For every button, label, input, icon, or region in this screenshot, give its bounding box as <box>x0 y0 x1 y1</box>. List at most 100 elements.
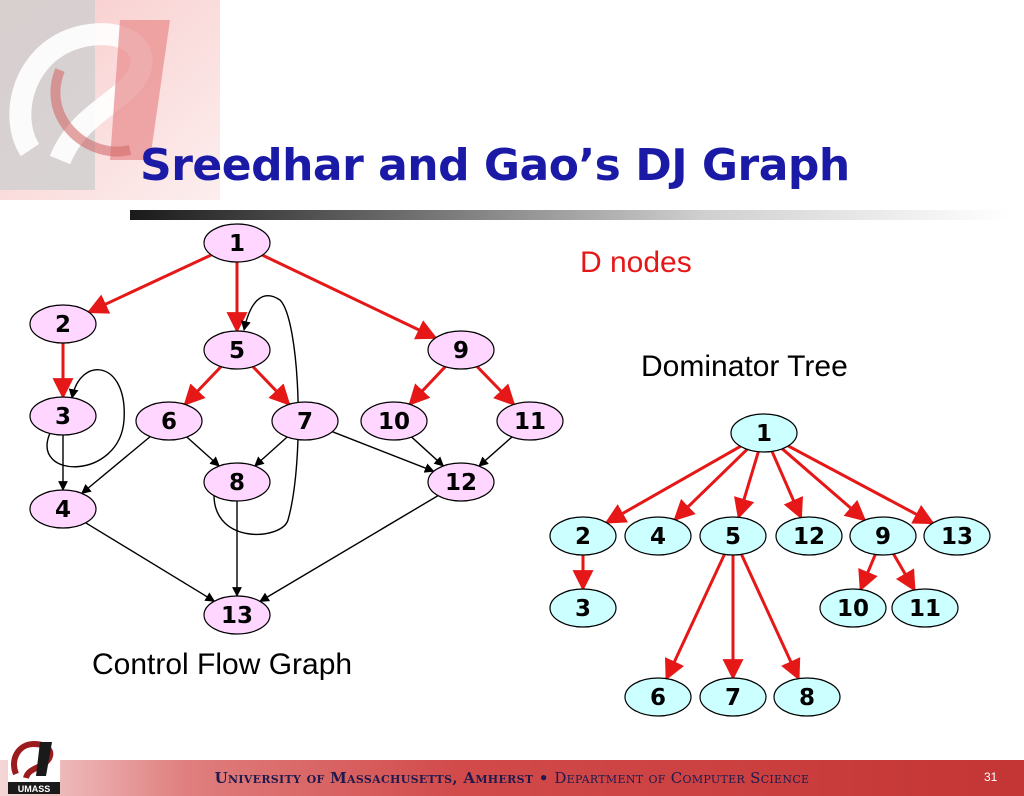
cfg-node-8-shape <box>203 462 271 502</box>
dt-node-7-shape <box>699 677 767 717</box>
dt-node-1-shape <box>730 413 798 453</box>
dt-node-5-label: 5 <box>725 524 741 550</box>
title-underline <box>130 210 1010 220</box>
dominator-tree-edges <box>572 444 935 681</box>
dt-node-13: 13 <box>923 516 991 556</box>
dt-edge-9-11 <box>892 553 916 592</box>
cfg-node-5: 5 <box>203 330 271 370</box>
footer-bar: UMASS University of Massachusetts, Amher… <box>0 738 1024 796</box>
d-nodes-label: D nodes <box>580 246 692 279</box>
cfg-j-edge-6-8 <box>186 436 220 467</box>
cfg-d-edge-5-7 <box>251 365 291 406</box>
footer-university: University of Massachusetts, Amherst <box>214 769 534 787</box>
dt-node-11: 11 <box>891 588 959 628</box>
cfg-caption: Control Flow Graph <box>92 648 352 681</box>
cfg-node-1-label: 1 <box>229 231 245 257</box>
cfg-node-12-shape <box>427 462 495 502</box>
cfg-node-8: 8 <box>203 462 271 502</box>
dt-node-13-shape <box>923 516 991 556</box>
dt-edge-1-9 <box>781 447 867 522</box>
cfg-node-8-label: 8 <box>229 470 245 496</box>
cfg-node-13-label: 13 <box>221 603 253 629</box>
dt-edge-1-12 <box>770 450 804 520</box>
cfg-d-edge-5-6 <box>183 365 223 406</box>
cfg-node-9-shape <box>427 330 495 370</box>
cfg-node-3-shape <box>29 396 97 436</box>
cfg-node-1-shape <box>203 223 271 263</box>
page-number: 31 <box>984 770 998 784</box>
dt-node-12-label: 12 <box>793 524 825 550</box>
dt-node-4-shape <box>624 516 692 556</box>
dt-edge-9-10 <box>858 553 878 592</box>
dt-node-6-label: 6 <box>650 685 666 711</box>
dt-node-10-label: 10 <box>837 596 869 622</box>
dt-edge-1-4 <box>673 448 749 522</box>
cfg-edges <box>46 253 516 602</box>
cfg-node-3: 3 <box>29 396 97 436</box>
umass-footer-logo: UMASS <box>8 738 60 794</box>
dt-edge-1-2 <box>604 445 742 524</box>
cfg-node-11: 11 <box>496 401 564 441</box>
cfg-node-4-shape <box>29 489 97 529</box>
cfg-node-5-shape <box>203 330 271 370</box>
cfg-node-2-shape <box>29 304 97 344</box>
dt-node-8: 8 <box>773 677 841 717</box>
dt-node-4-label: 4 <box>650 524 666 550</box>
cfg-j-edge-11-12 <box>478 436 513 467</box>
dt-edge-1-5 <box>734 451 760 520</box>
dt-node-10-shape <box>819 588 887 628</box>
cfg-node-11-shape <box>496 401 564 441</box>
slide-title: Sreedhar and Gao’s DJ Graph <box>140 140 850 191</box>
dt-node-3-shape <box>549 588 617 628</box>
dt-node-6-shape <box>624 677 692 717</box>
dt-node-1-label: 1 <box>756 421 772 447</box>
umass-logo <box>0 0 220 200</box>
dt-node-8-label: 8 <box>799 685 815 711</box>
cfg-j-edge-4-13 <box>85 522 216 602</box>
cfg-node-9-label: 9 <box>453 338 469 364</box>
cfg-node-7: 7 <box>271 401 339 441</box>
dt-node-5: 5 <box>699 516 767 556</box>
dt-node-1: 1 <box>730 413 798 453</box>
dt-node-4: 4 <box>624 516 692 556</box>
cfg-node-13-shape <box>203 595 271 635</box>
cfg-j-edge-7-8 <box>254 436 288 467</box>
dt-node-12: 12 <box>775 516 843 556</box>
cfg-node-4-label: 4 <box>55 497 71 523</box>
cfg-node-6: 6 <box>135 401 203 441</box>
dt-node-8-shape <box>773 677 841 717</box>
dt-node-9: 9 <box>849 516 917 556</box>
footer-logo-text: UMASS <box>18 784 51 794</box>
cfg-j-edge-7-12 <box>332 431 435 473</box>
dt-node-12-shape <box>775 516 843 556</box>
dt-node-11-label: 11 <box>909 596 941 622</box>
dt-node-7: 7 <box>699 677 767 717</box>
dt-node-11-shape <box>891 588 959 628</box>
dt-node-9-label: 9 <box>875 524 891 550</box>
cfg-node-5-label: 5 <box>229 338 245 364</box>
dt-node-2-label: 2 <box>575 524 591 550</box>
dt-node-3: 3 <box>549 588 617 628</box>
cfg-node-12-label: 12 <box>445 470 477 496</box>
cfg-d-edge-1-9 <box>261 253 438 340</box>
cfg-node-10-shape <box>360 401 428 441</box>
cfg-node-10-label: 10 <box>378 409 410 435</box>
cfg-j-edge-3-3 <box>46 369 125 468</box>
dt-edge-1-13 <box>787 444 935 525</box>
cfg-d-edge-9-10 <box>408 365 447 406</box>
cfg-node-11-label: 11 <box>514 409 546 435</box>
dt-edge-5-6 <box>665 553 726 681</box>
cfg-j-edge-10-12 <box>411 436 445 467</box>
footer-institution: University of Massachusetts, Amherst • D… <box>0 769 1024 787</box>
cfg-d-edge-1-2 <box>86 253 212 314</box>
dt-node-2-shape <box>549 516 617 556</box>
dt-node-7-label: 7 <box>725 685 741 711</box>
cfg-node-12: 12 <box>427 462 495 502</box>
dt-node-6: 6 <box>624 677 692 717</box>
cfg-node-7-label: 7 <box>297 409 313 435</box>
cfg-node-4: 4 <box>29 489 97 529</box>
cfg-node-7-shape <box>271 401 339 441</box>
dominator-tree-caption: Dominator Tree <box>641 350 848 383</box>
cfg-node-9: 9 <box>427 330 495 370</box>
